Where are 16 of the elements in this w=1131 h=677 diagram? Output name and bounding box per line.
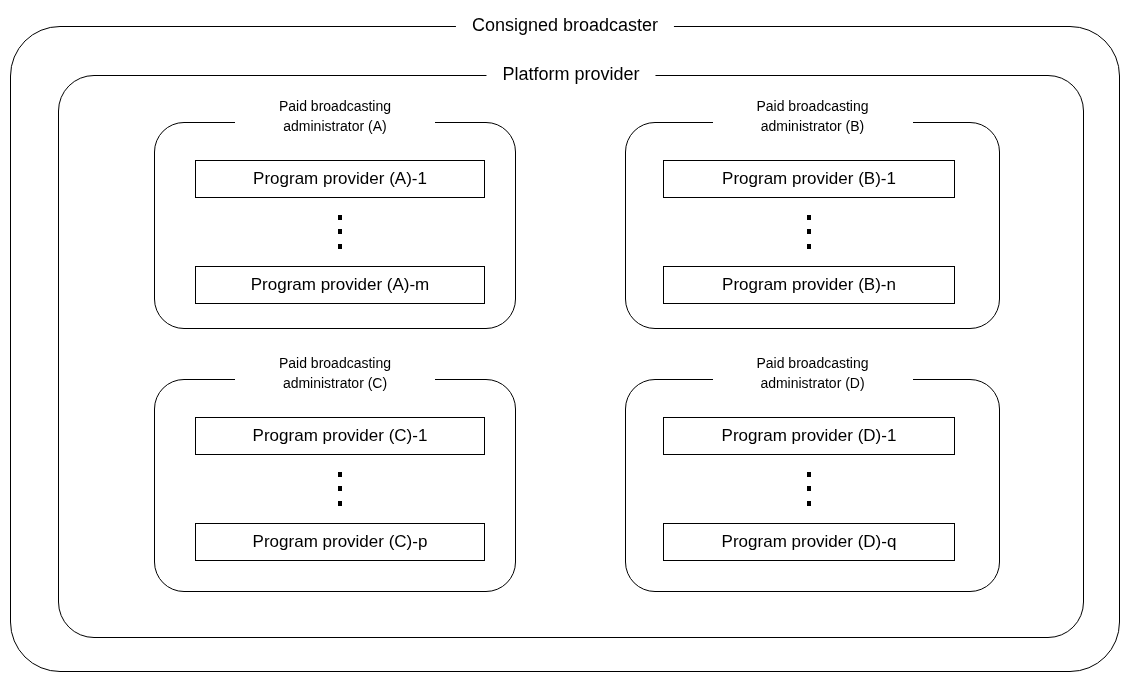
process-box: [195, 417, 485, 455]
process-box: [195, 160, 485, 198]
box-label: Program provider (A)-1: [253, 168, 427, 191]
box-label: Program provider (C)-p: [252, 531, 428, 554]
process-box: [663, 266, 955, 304]
box-label: Program provider (B)-1: [722, 168, 896, 191]
box-label: Program provider (B)-n: [722, 274, 896, 297]
process-box: [195, 266, 485, 304]
box-label: Program provider (A)-m: [250, 274, 430, 297]
process-box: [195, 523, 485, 561]
process-box: [663, 523, 955, 561]
box-label: Program provider (D)-1: [721, 425, 897, 448]
box-label: Program provider (D)-q: [721, 531, 897, 554]
process-box: [663, 160, 955, 198]
box-label: Program provider (C)-1: [252, 425, 428, 448]
process-box: [663, 417, 955, 455]
